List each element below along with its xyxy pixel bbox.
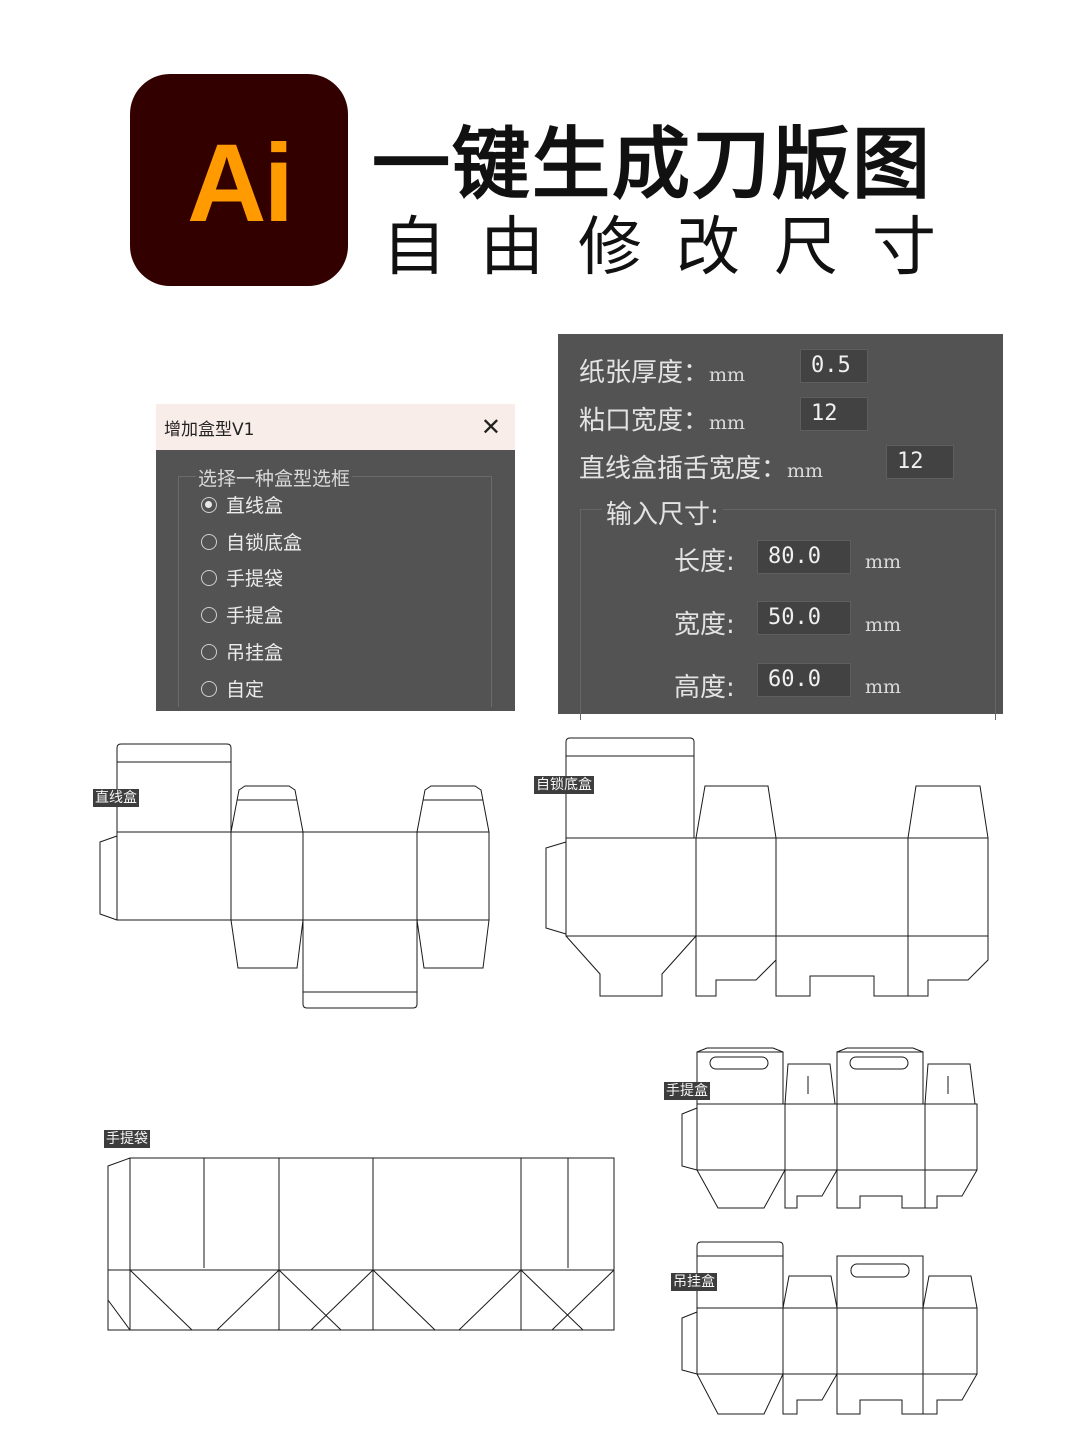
tuck-width-input[interactable]: 12 bbox=[886, 445, 954, 479]
paper-thickness-unit: mm bbox=[709, 364, 746, 386]
paper-thickness-input[interactable]: 0.5 bbox=[800, 349, 868, 383]
radio-label: 手提盒 bbox=[226, 605, 284, 627]
straight-box-label: 直线盒 bbox=[93, 789, 139, 807]
glue-width-label: 粘口宽度：mm bbox=[579, 400, 745, 437]
width-input[interactable]: 50.0 bbox=[757, 601, 851, 635]
radio-unchecked-icon[interactable] bbox=[201, 533, 217, 550]
glue-width-unit: mm bbox=[709, 412, 746, 434]
add-box-type-dialog: 增加盒型V1 ✕ 选择一种盒型选框 直线盒 自锁底盒 手提袋 手提盒 吊挂盒 自… bbox=[156, 404, 515, 711]
auto-lock-box-dieline bbox=[545, 737, 989, 997]
dialog-title: 增加盒型V1 bbox=[164, 419, 255, 440]
size-group bbox=[580, 509, 996, 720]
radio-unchecked-icon[interactable] bbox=[201, 680, 217, 697]
width-label: 宽度: bbox=[674, 610, 735, 640]
length-unit: mm bbox=[865, 551, 902, 573]
radio-option-handle-box[interactable]: 手提盒 bbox=[201, 601, 283, 628]
radio-checked-icon[interactable] bbox=[201, 496, 217, 513]
length-input[interactable]: 80.0 bbox=[757, 540, 851, 574]
hanging-box-label: 吊挂盒 bbox=[671, 1273, 717, 1291]
radio-label: 直线盒 bbox=[226, 495, 284, 517]
radio-label: 自锁底盒 bbox=[226, 532, 303, 554]
radio-option-custom[interactable]: 自定 bbox=[201, 675, 264, 702]
illustrator-logo: Ai bbox=[130, 74, 348, 286]
glue-width-input[interactable]: 12 bbox=[800, 397, 868, 431]
width-unit: mm bbox=[865, 614, 902, 636]
glue-width-label-text: 粘口宽度： bbox=[579, 406, 710, 436]
paper-thickness-label-text: 纸张厚度： bbox=[579, 358, 710, 388]
length-label: 长度: bbox=[674, 547, 735, 577]
radio-unchecked-icon[interactable] bbox=[201, 606, 217, 623]
radio-option-handbag[interactable]: 手提袋 bbox=[201, 564, 283, 591]
radio-option-hanging-box[interactable]: 吊挂盒 bbox=[201, 638, 283, 665]
height-label: 高度: bbox=[674, 673, 735, 703]
handbag-label: 手提袋 bbox=[104, 1130, 150, 1148]
height-unit: mm bbox=[865, 676, 902, 698]
handle-box-label: 手提盒 bbox=[664, 1082, 710, 1100]
handbag-dieline bbox=[107, 1157, 615, 1331]
straight-box-dieline bbox=[99, 743, 490, 1009]
height-input[interactable]: 60.0 bbox=[757, 663, 851, 697]
page-subline: 自由修改尺寸 bbox=[382, 211, 970, 285]
close-icon[interactable]: ✕ bbox=[480, 413, 501, 441]
radio-unchecked-icon[interactable] bbox=[201, 643, 217, 660]
box-type-group-label: 选择一种盒型选框 bbox=[196, 464, 353, 491]
radio-unchecked-icon[interactable] bbox=[201, 569, 217, 586]
tuck-width-unit: mm bbox=[787, 460, 824, 482]
paper-thickness-label: 纸张厚度：mm bbox=[579, 352, 745, 389]
radio-option-auto-lock-box[interactable]: 自锁底盒 bbox=[201, 528, 302, 555]
hanging-box-dieline bbox=[681, 1241, 978, 1415]
auto-lock-box-label: 自锁底盒 bbox=[534, 776, 594, 794]
logo-text: Ai bbox=[187, 121, 294, 245]
radio-option-straight-box[interactable]: 直线盒 bbox=[201, 491, 283, 518]
handle-box-dieline bbox=[681, 1047, 978, 1209]
radio-label: 吊挂盒 bbox=[226, 642, 284, 664]
radio-label: 手提袋 bbox=[226, 568, 284, 590]
size-group-label: 输入尺寸: bbox=[602, 494, 723, 531]
radio-label: 自定 bbox=[226, 679, 265, 701]
tuck-width-label: 直线盒插舌宽度：mm bbox=[579, 448, 823, 485]
tuck-width-label-text: 直线盒插舌宽度： bbox=[579, 454, 788, 484]
page-headline: 一键生成刀版图 bbox=[372, 120, 933, 210]
size-settings-panel: 纸张厚度：mm 0.5 粘口宽度：mm 12 直线盒插舌宽度：mm 12 输入尺… bbox=[558, 334, 1003, 720]
dialog-titlebar: 增加盒型V1 ✕ bbox=[156, 404, 515, 450]
